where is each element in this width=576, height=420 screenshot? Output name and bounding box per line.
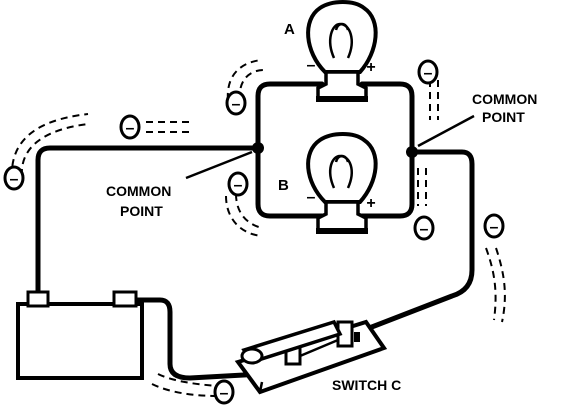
electron-marker-left-wire: – — [3, 165, 25, 191]
svg-text:–: – — [10, 171, 19, 188]
common-point-left-dot — [252, 142, 264, 154]
battery — [16, 290, 144, 380]
svg-text:–: – — [220, 385, 229, 402]
svg-text:–: – — [126, 120, 135, 137]
common-point-right-label-line2: POINT — [482, 109, 525, 125]
svg-text:–: – — [420, 221, 429, 238]
bulb-b-label: B — [278, 177, 289, 194]
common-point-left-label-line2: POINT — [120, 203, 163, 219]
svg-text:–: – — [424, 65, 433, 82]
common-point-left-label-line1: COMMON — [106, 183, 171, 199]
electron-markers: – – – – – – – – — [3, 59, 505, 405]
common-point-left-leader — [185, 150, 253, 180]
bulb-b — [306, 132, 378, 234]
electron-marker-bulb-a-left: – — [225, 90, 247, 116]
bulb-a-plus-sign: + — [366, 59, 375, 76]
svg-text:–: – — [232, 96, 241, 113]
common-point-right-dot — [406, 146, 418, 158]
svg-text:–: – — [234, 177, 243, 194]
electron-marker-bulb-a-right: – — [417, 59, 439, 85]
switch-c-label: SWITCH C — [332, 377, 401, 393]
electron-marker-bulb-b-right: – — [413, 215, 435, 241]
bulb-a-minus-sign: – — [307, 57, 316, 74]
electron-marker-bulb-b-left: – — [227, 171, 249, 197]
bulb-b-plus-sign: + — [366, 195, 375, 212]
common-point-right-label-line1: COMMON — [472, 91, 537, 107]
bulb-b-minus-sign: – — [307, 189, 316, 206]
bulb-a — [306, 0, 378, 102]
electron-marker-bottom-wire: – — [213, 379, 235, 405]
bulb-a-label: A — [284, 21, 295, 38]
switch-c — [234, 319, 388, 395]
electron-marker-right-wire: – — [483, 213, 505, 239]
electron-flow-paths — [10, 59, 506, 397]
circuit-wires — [35, 81, 475, 381]
electron-marker-top-left: – — [119, 114, 141, 140]
common-point-right-leader — [417, 114, 475, 148]
svg-text:–: – — [490, 219, 499, 236]
